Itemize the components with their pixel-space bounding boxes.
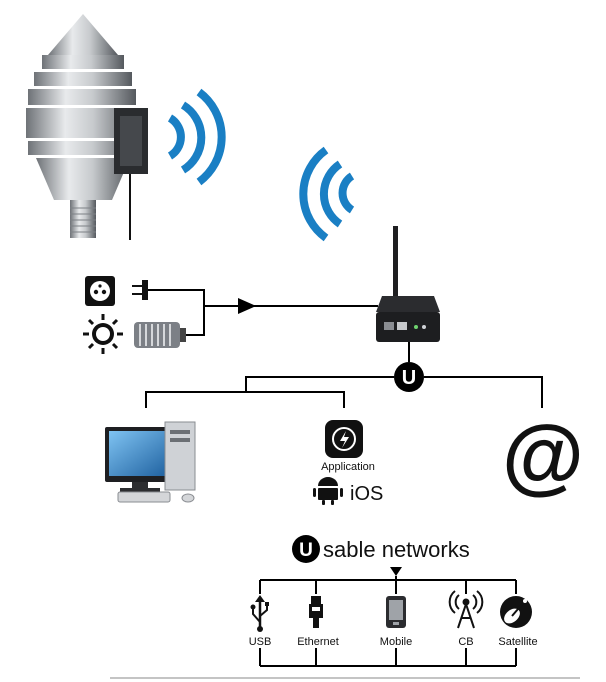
solar-battery-icon — [134, 322, 186, 348]
network-label-satellite: Satellite — [498, 636, 537, 648]
network-bus — [259, 576, 517, 667]
android-icon — [313, 477, 343, 505]
radio-tower-icon — [448, 590, 484, 629]
hub-logo-icon: U — [394, 362, 424, 392]
network-label-ethernet: Ethernet — [297, 636, 339, 648]
triangle-down-icon — [390, 567, 402, 576]
satellite-dish-icon — [500, 596, 532, 628]
arrow-right-icon — [238, 298, 256, 314]
sun-icon — [83, 314, 123, 354]
router-gateway — [376, 226, 440, 342]
network-label-cb: CB — [458, 636, 473, 648]
application-label: Application — [321, 461, 375, 473]
hub-initial: U — [402, 367, 416, 389]
plug-icon — [132, 280, 148, 300]
usable-networks-title: sable networks — [323, 537, 470, 562]
wifi-waves-icon — [167, 88, 226, 186]
network-label-usb: USB — [249, 636, 272, 648]
power-wiring — [148, 289, 378, 336]
internet-at-icon: @ — [502, 408, 584, 502]
mobile-phone-icon — [386, 596, 406, 628]
usb-icon — [250, 595, 269, 632]
desktop-computer-icon — [105, 421, 196, 503]
network-label-mobile: Mobile — [380, 636, 412, 648]
usable-networks-logo-icon: U — [292, 535, 320, 563]
application-icon — [325, 420, 363, 458]
ios-label: iOS — [350, 483, 383, 505]
usable-networks-initial: U — [299, 540, 313, 561]
ethernet-icon — [309, 596, 323, 628]
wifi-waves-router-icon — [299, 146, 355, 242]
network-labels: USB Ethernet Mobile CB Satellite — [249, 636, 538, 648]
power-outlet-icon — [85, 276, 115, 306]
distribution-lines — [145, 376, 543, 408]
sensor-device — [26, 14, 148, 240]
